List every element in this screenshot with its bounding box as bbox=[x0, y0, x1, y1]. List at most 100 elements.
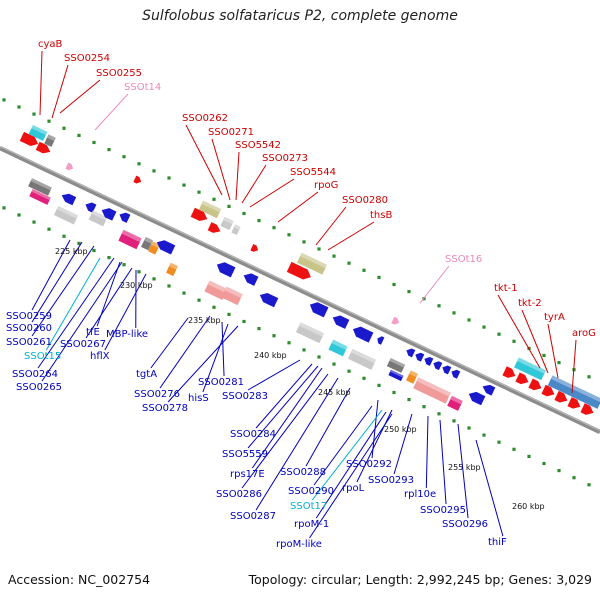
tick-dot bbox=[2, 98, 6, 102]
scale-label: 235 kbp bbox=[188, 316, 221, 325]
gene-reverse bbox=[406, 370, 418, 384]
gene-label-thsb: thsB bbox=[370, 210, 392, 221]
gene-forward bbox=[198, 200, 222, 219]
gene-forward bbox=[286, 261, 311, 280]
backbone-highlight bbox=[0, 146, 600, 431]
tick-dot bbox=[107, 147, 111, 152]
leader-line bbox=[37, 257, 115, 369]
topology-text: Topology: circular; Length: 2,992,245 bp… bbox=[248, 572, 592, 587]
gene-label-mbp-like: MBP-like bbox=[106, 329, 148, 340]
gene-reverse bbox=[148, 241, 160, 255]
leader-line bbox=[202, 323, 229, 393]
gene-label-arog: aroG bbox=[572, 328, 596, 339]
tick-dot bbox=[317, 247, 321, 251]
gene-reverse bbox=[332, 315, 350, 329]
gene-forward bbox=[231, 224, 241, 236]
tick-dot bbox=[92, 248, 96, 253]
gene-label-rpom-like: rpoM-like bbox=[276, 539, 322, 550]
tick-dot bbox=[167, 176, 171, 180]
leader-line bbox=[521, 309, 549, 374]
leader-line bbox=[45, 257, 101, 351]
tick-dot bbox=[107, 255, 111, 260]
gene-reverse bbox=[88, 210, 108, 227]
tick-dot bbox=[47, 119, 51, 123]
gene-label-sso0280: SSO0280 bbox=[342, 195, 388, 206]
gene-label-sso0255: SSO0255 bbox=[96, 68, 142, 79]
gene-reverse bbox=[482, 384, 496, 396]
tick-dot bbox=[377, 275, 381, 279]
tick-dot bbox=[512, 447, 516, 451]
tick-dot bbox=[497, 332, 501, 336]
tick-dot bbox=[92, 140, 96, 145]
tick-dot bbox=[272, 334, 276, 338]
gene-reverse bbox=[415, 352, 425, 362]
gene-label-sso0267: SSO0267 bbox=[60, 339, 106, 350]
gene-label-sso0262: SSO0262 bbox=[182, 113, 228, 124]
gene-reverse bbox=[328, 339, 348, 357]
tick-dot bbox=[287, 341, 291, 345]
leader-line bbox=[457, 423, 469, 519]
gene-reverse bbox=[243, 273, 259, 286]
gene-reverse bbox=[377, 336, 385, 345]
tick-dot bbox=[542, 461, 546, 466]
gene-label-sso5542: SSO5542 bbox=[235, 140, 281, 151]
gene-label-ssot14: SSOt14 bbox=[124, 82, 161, 93]
leader-line bbox=[251, 367, 323, 469]
tick-dot bbox=[362, 268, 366, 272]
tick-dot bbox=[197, 190, 201, 194]
marker bbox=[133, 175, 142, 184]
leader-line bbox=[31, 245, 95, 337]
gene-label-ssot17: SSOt17 bbox=[290, 501, 327, 512]
tick-dot bbox=[77, 241, 81, 245]
tick-dot bbox=[197, 298, 201, 302]
gene-reverse bbox=[156, 240, 176, 255]
marker bbox=[391, 316, 400, 325]
leader-line bbox=[150, 317, 189, 369]
leader-line bbox=[249, 178, 295, 208]
tick-dot bbox=[527, 454, 531, 458]
marker bbox=[250, 244, 259, 252]
leader-line bbox=[31, 239, 71, 311]
tick-dot bbox=[377, 383, 381, 387]
tick-dot bbox=[137, 162, 141, 166]
tick-dot bbox=[62, 234, 66, 238]
tick-dot bbox=[422, 405, 426, 409]
gene-label-ssot15: SSOt15 bbox=[24, 351, 61, 362]
backbone bbox=[0, 145, 600, 435]
gene-forward bbox=[35, 141, 51, 154]
tick-dot bbox=[452, 311, 456, 315]
scale-label: 260 kbp bbox=[512, 502, 545, 511]
tick-dot bbox=[182, 183, 186, 187]
tick-dot bbox=[212, 197, 216, 201]
leader-line bbox=[315, 411, 387, 519]
tick-dot bbox=[407, 397, 411, 402]
leader-line bbox=[419, 265, 450, 304]
leader-line bbox=[94, 93, 129, 131]
leader-line bbox=[425, 415, 429, 489]
gene-label-rpog: rpoG bbox=[314, 180, 338, 191]
gene-reverse bbox=[29, 189, 51, 205]
gene-label-sso0295: SSO0295 bbox=[420, 505, 466, 516]
gene-reverse bbox=[166, 262, 178, 277]
tick-dot bbox=[437, 412, 441, 416]
tick-dot bbox=[242, 319, 246, 324]
scale-label: 250 kbp bbox=[384, 425, 417, 434]
tick-dot bbox=[557, 468, 561, 473]
gene-reverse bbox=[259, 293, 279, 308]
leader-line bbox=[247, 365, 319, 449]
gene-label-thif: thiF bbox=[488, 537, 507, 548]
scale-label: 225 kbp bbox=[55, 247, 88, 256]
tick-dot bbox=[512, 339, 516, 343]
gene-features bbox=[19, 125, 600, 415]
leader-line bbox=[356, 409, 393, 483]
leader-line bbox=[221, 321, 225, 377]
tick-dot bbox=[317, 355, 321, 359]
gene-reverse bbox=[53, 206, 79, 225]
gene-label-tyra: tyrA bbox=[544, 312, 565, 323]
forward-strand-labels: cyaBSSO0254SSO0255SSOt14SSO0262SSO0271SS… bbox=[38, 39, 596, 339]
gene-label-sso0281: SSO0281 bbox=[198, 377, 244, 388]
gene-forward bbox=[580, 403, 594, 415]
gene-forward bbox=[502, 366, 516, 378]
